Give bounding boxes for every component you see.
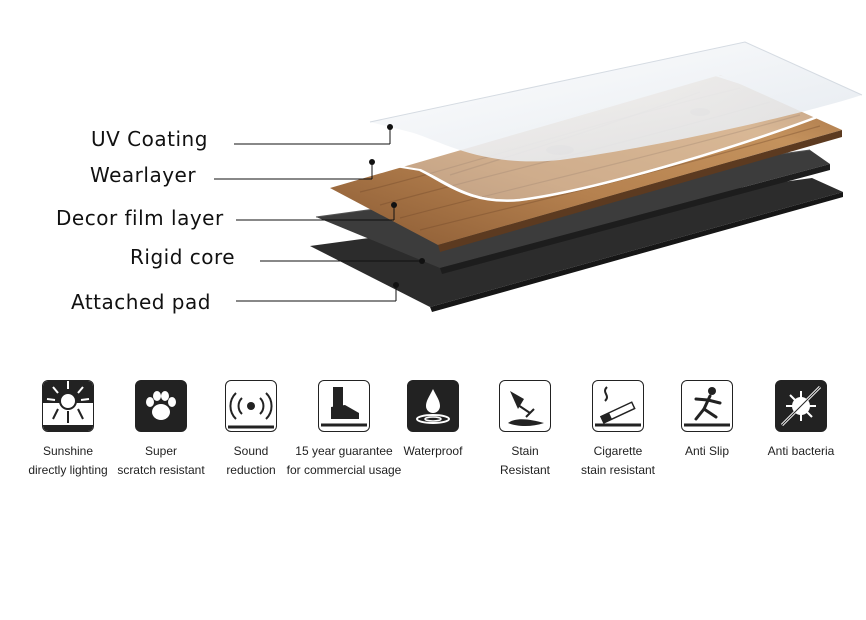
feature-guarantee-line1: 15 year guarantee bbox=[295, 444, 393, 458]
uv-coating-film bbox=[369, 41, 863, 162]
feature-anti-slip-line1: Anti Slip bbox=[684, 444, 730, 458]
feature-waterproof: Waterproof bbox=[373, 380, 493, 461]
layer-diagram bbox=[214, 41, 863, 312]
bacteria-icon bbox=[775, 380, 827, 432]
label-wearlayer: Wearlayer bbox=[90, 163, 197, 187]
feature-sound-line2: reduction bbox=[226, 463, 276, 477]
leader-dot-decor bbox=[391, 202, 397, 208]
feature-scratch-line2: scratch resistant bbox=[117, 463, 205, 477]
paw-scratch-icon bbox=[135, 380, 187, 432]
feature-waterproof-line1: Waterproof bbox=[403, 444, 463, 458]
feature-guarantee: 15 year guarantee for commercial usage bbox=[284, 380, 404, 480]
feature-sunshine-line1: Sunshine bbox=[42, 444, 94, 458]
feature-stain-line1: Stain bbox=[511, 444, 539, 458]
water-drop-icon bbox=[407, 380, 459, 432]
feature-sunshine: Sunshine directly lighting bbox=[8, 380, 128, 480]
feature-cigarette-line2: stain resistant bbox=[580, 463, 656, 477]
leader-dot-wear bbox=[369, 159, 375, 165]
feature-sound: Sound reduction bbox=[191, 380, 311, 480]
leader-dot-pad bbox=[393, 282, 399, 288]
feature-scratch: Super scratch resistant bbox=[101, 380, 221, 480]
leader-dot-uv bbox=[387, 124, 393, 130]
feature-cigarette-line1: Cigarette bbox=[593, 444, 643, 458]
feature-anti-slip: Anti Slip bbox=[647, 380, 767, 461]
feature-sunshine-line2: directly lighting bbox=[28, 463, 108, 477]
feature-cigarette: Cigarette stain resistant bbox=[558, 380, 678, 480]
feature-anti-bacteria: Anti bacteria bbox=[741, 380, 861, 461]
label-rigid-core: Rigid core bbox=[130, 245, 236, 269]
slip-icon bbox=[681, 380, 733, 432]
sunshine-icon bbox=[42, 380, 94, 432]
feature-anti-bacteria-line1: Anti bacteria bbox=[767, 444, 835, 458]
leader-dot-core bbox=[419, 258, 425, 264]
sound-icon bbox=[225, 380, 277, 432]
shoe-icon bbox=[318, 380, 370, 432]
feature-stain-line2: Resistant bbox=[499, 463, 551, 477]
label-uv-coating: UV Coating bbox=[91, 127, 208, 151]
feature-scratch-line1: Super bbox=[144, 444, 178, 458]
wine-glass-icon bbox=[499, 380, 551, 432]
feature-guarantee-line2: for commercial usage bbox=[286, 463, 402, 477]
label-decor-film-layer: Decor film layer bbox=[56, 206, 224, 230]
attached-pad-layer bbox=[310, 178, 843, 312]
label-attached-pad: Attached pad bbox=[71, 290, 211, 314]
feature-sound-line1: Sound bbox=[233, 444, 269, 458]
leader-lines bbox=[214, 127, 422, 302]
feature-row: Sunshine directly lighting Super scratch r… bbox=[0, 380, 866, 490]
cigarette-icon bbox=[592, 380, 644, 432]
